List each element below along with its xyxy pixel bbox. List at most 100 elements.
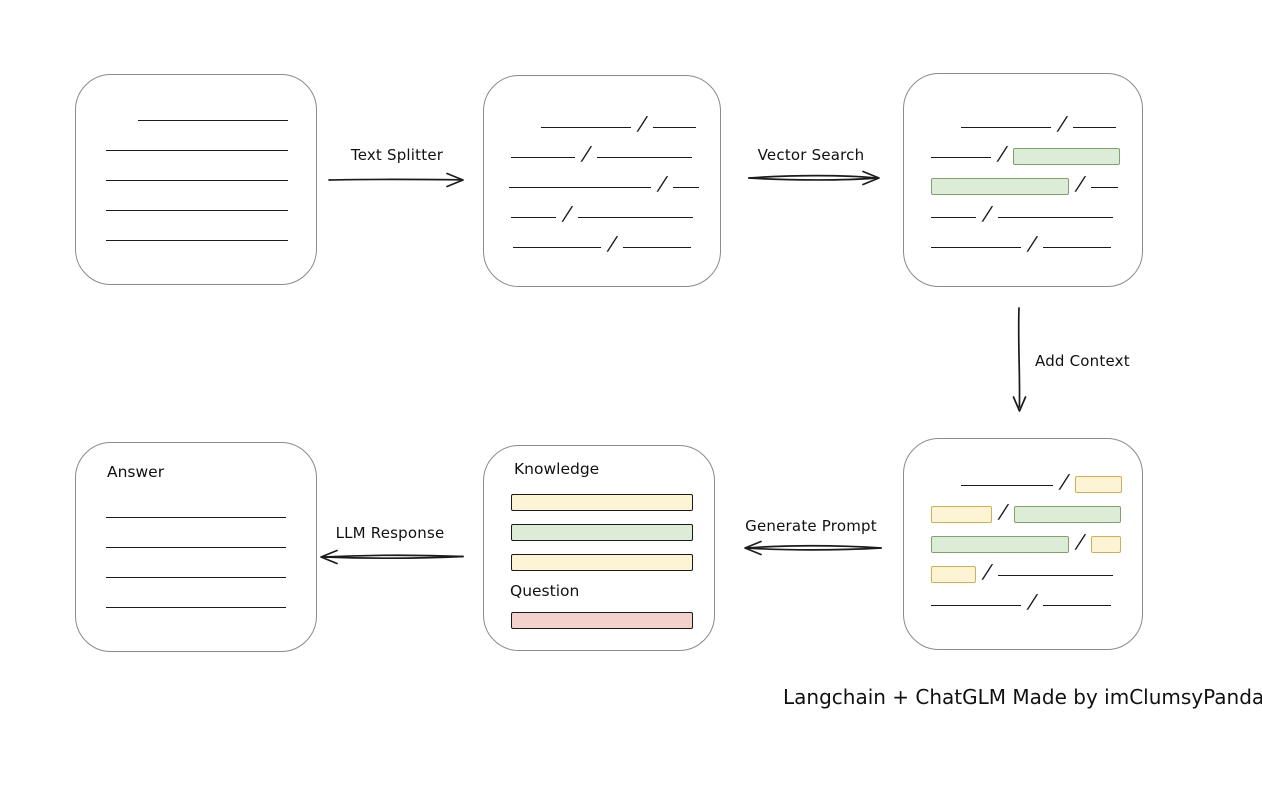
- generate-prompt-arrow-icon: [744, 540, 882, 556]
- text-line: [998, 217, 1114, 218]
- document-box: [75, 74, 317, 285]
- question-bar: [511, 612, 693, 642]
- answer-box: Answer: [75, 442, 317, 652]
- separator-slash: /: [1075, 531, 1085, 553]
- text-line: [1043, 605, 1112, 606]
- text-splitter-arrow-icon: [328, 172, 464, 188]
- green-highlight-chip: [931, 178, 1069, 195]
- green-highlight-chip: [1013, 148, 1121, 165]
- text-line: [653, 127, 697, 128]
- separator-slash: /: [998, 501, 1008, 523]
- text-line: [106, 547, 286, 548]
- answer-lines: [76, 495, 316, 615]
- text-line: [931, 247, 1021, 248]
- text-line: [1043, 247, 1112, 248]
- text-row: /: [484, 135, 720, 165]
- answer-label: Answer: [107, 463, 165, 481]
- yellow-bar: [511, 494, 693, 511]
- text-line: [961, 485, 1053, 486]
- text-line: [511, 217, 556, 218]
- knowledge-bars: [511, 494, 693, 584]
- text-row: /: [904, 135, 1142, 165]
- text-row: [76, 495, 316, 525]
- yellow-highlight-chip: [931, 506, 992, 523]
- text-line: [106, 210, 288, 211]
- text-line: [106, 517, 286, 518]
- caption-text: Langchain + ChatGLM Made by imClumsyPand…: [783, 685, 1262, 709]
- text-splitter-label: Text Splitter: [350, 146, 444, 164]
- separator-slash: /: [581, 143, 591, 165]
- text-row: [76, 158, 316, 188]
- text-row: [76, 585, 316, 615]
- text-line: [931, 605, 1021, 606]
- context-chunks-rows: /////: [904, 463, 1142, 613]
- green-highlight-chip: [931, 536, 1069, 553]
- separator-slash: /: [997, 143, 1007, 165]
- text-line: [106, 240, 288, 241]
- separator-slash: /: [1057, 113, 1067, 135]
- matched-chunks-rows: / / / / /: [904, 105, 1142, 255]
- text-line: [578, 217, 694, 218]
- separator-slash: /: [982, 203, 992, 225]
- text-line: [511, 157, 575, 158]
- separator-slash: /: [1075, 173, 1085, 195]
- text-row: /: [904, 523, 1142, 553]
- text-line: [623, 247, 692, 248]
- text-row: /: [904, 493, 1142, 523]
- document-lines: [76, 98, 316, 248]
- add-context-label: Add Context: [1035, 352, 1130, 370]
- text-line: [509, 187, 651, 188]
- yellow-highlight-chip: [1091, 536, 1122, 553]
- prompt-box: Knowledge Question: [483, 445, 715, 651]
- yellow-bar: [511, 554, 693, 571]
- text-line: [541, 127, 631, 128]
- text-row: [76, 128, 316, 158]
- vector-search-label: Vector Search: [757, 146, 865, 164]
- yellow-highlight-chip: [931, 566, 976, 583]
- text-row: /: [904, 105, 1142, 135]
- separator-slash: /: [657, 173, 667, 195]
- text-line: [106, 577, 286, 578]
- text-row: [76, 188, 316, 218]
- generate-prompt-label: Generate Prompt: [745, 517, 877, 535]
- text-line: [961, 127, 1051, 128]
- text-row: /: [904, 195, 1142, 225]
- text-line: [1073, 127, 1117, 128]
- text-line: [138, 120, 288, 121]
- text-line: [106, 150, 288, 151]
- split-chunks-box: /////: [483, 75, 721, 287]
- text-row: /: [484, 225, 720, 255]
- text-line: [673, 187, 700, 188]
- text-row: /: [904, 225, 1142, 255]
- context-chunks-box: /////: [903, 438, 1143, 650]
- vector-search-arrow-icon: [748, 170, 880, 186]
- llm-response-arrow-icon: [320, 549, 464, 565]
- green-highlight-chip: [1014, 506, 1122, 523]
- text-line: [931, 157, 991, 158]
- llm-response-label: LLM Response: [335, 524, 445, 542]
- matched-chunks-box: / / / / /: [903, 73, 1143, 287]
- text-line: [1091, 187, 1119, 188]
- text-row: /: [484, 195, 720, 225]
- separator-slash: /: [1027, 233, 1037, 255]
- text-row: /: [904, 165, 1142, 195]
- red-bar: [511, 612, 693, 629]
- text-line: [597, 157, 693, 158]
- text-line: [106, 607, 286, 608]
- text-row: [76, 555, 316, 585]
- text-row: /: [904, 553, 1142, 583]
- add-context-arrow-icon: [1012, 307, 1027, 412]
- knowledge-label: Knowledge: [514, 460, 600, 478]
- green-bar: [511, 524, 693, 541]
- separator-slash: /: [562, 203, 572, 225]
- text-row: [76, 98, 316, 128]
- text-line: [931, 217, 976, 218]
- separator-slash: /: [637, 113, 647, 135]
- question-label: Question: [510, 582, 580, 600]
- text-row: /: [484, 105, 720, 135]
- text-line: [106, 180, 288, 181]
- text-row: [76, 525, 316, 555]
- separator-slash: /: [982, 561, 992, 583]
- yellow-highlight-chip: [1075, 476, 1123, 493]
